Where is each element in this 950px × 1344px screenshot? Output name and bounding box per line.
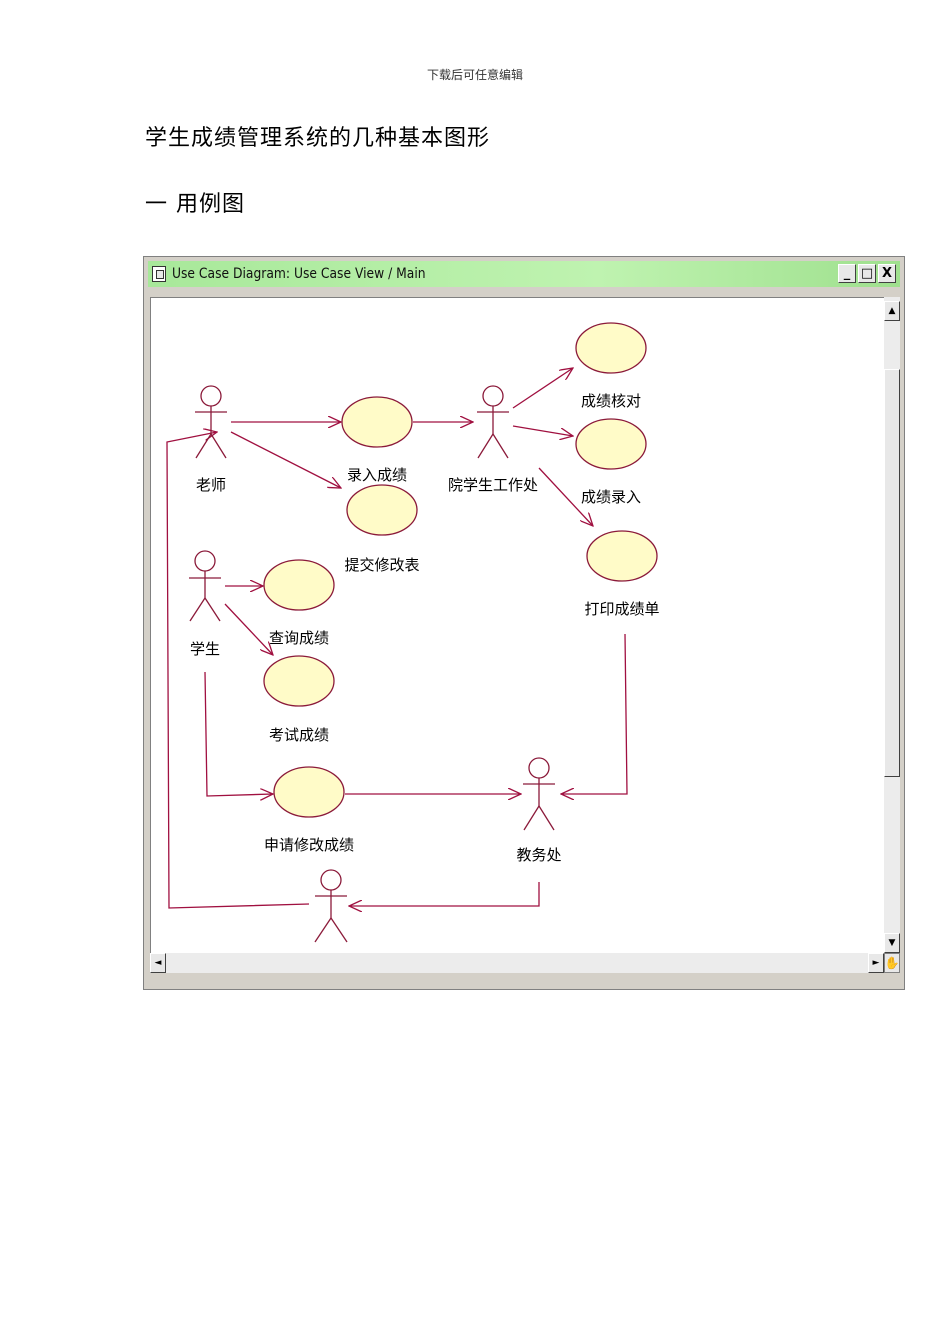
usecase-exam-grades[interactable] [263, 655, 335, 707]
actor-student-figure[interactable] [189, 550, 221, 622]
actor-academic-affairs-figure[interactable] [523, 757, 555, 831]
diagram-icon [152, 266, 166, 282]
usecase-enter-grades-label: 录入成绩 [347, 466, 407, 484]
usecase-query-grades-label: 查询成绩 [269, 629, 329, 647]
maximize-button[interactable]: □ [858, 264, 876, 283]
usecase-query-grades[interactable] [263, 559, 335, 611]
close-button[interactable]: X [878, 264, 896, 283]
section-heading: 一 用例图 [145, 192, 245, 217]
usecase-verify-grades[interactable] [575, 322, 647, 374]
assoc-teacher-submit [230, 431, 341, 488]
window-titlebar[interactable]: Use Case Diagram: Use Case View / Main _… [148, 261, 900, 287]
scroll-up-icon[interactable]: ▲ [884, 301, 900, 321]
vertical-scroll-thumb[interactable] [884, 369, 900, 777]
assoc-academic-unnamed [349, 882, 540, 906]
assoc-student-apply [204, 671, 273, 796]
actor-teacher-figure[interactable] [195, 385, 227, 459]
usecase-print-report-label: 打印成绩单 [584, 600, 659, 618]
use-case-diagram: 老师 学生 院学生工作处 教务处 录入成绩 提交修改表 查询成绩 考试成绩 申请… [166, 322, 660, 943]
actor-student-affairs-label: 院学生工作处 [448, 476, 538, 494]
horizontal-scrollbar[interactable]: ◄ ► [150, 953, 884, 973]
actor-student-affairs-figure[interactable] [477, 385, 509, 459]
assoc-unnamed-teacher [166, 432, 310, 909]
assoc-affairs-entry [512, 425, 573, 436]
usecase-grade-entry-label: 成绩录入 [581, 488, 641, 506]
usecase-apply-change-label: 申请修改成绩 [264, 836, 354, 854]
vertical-scrollbar[interactable]: ▲ ▼ [884, 297, 900, 953]
header-note: 下载后可任意编辑 [426, 68, 523, 82]
usecase-grade-entry[interactable] [575, 418, 647, 470]
minimize-button[interactable]: _ [838, 264, 856, 283]
scroll-right-icon[interactable]: ► [868, 953, 884, 973]
usecase-exam-grades-label: 考试成绩 [269, 726, 329, 744]
diagram-canvas[interactable]: 老师 学生 院学生工作处 教务处 录入成绩 提交修改表 查询成绩 考试成绩 申请… [150, 297, 884, 953]
usecase-enter-grades[interactable] [341, 396, 413, 448]
actor-unnamed-figure[interactable] [314, 869, 348, 943]
scroll-down-icon[interactable]: ▼ [884, 933, 900, 953]
window-controls: _ □ X [838, 264, 896, 283]
usecase-apply-change[interactable] [273, 766, 345, 818]
window-title: Use Case Diagram: Use Case View / Main [172, 266, 426, 282]
diagram-window: Use Case Diagram: Use Case View / Main _… [143, 256, 905, 990]
assoc-affairs-verify [512, 368, 573, 409]
actor-academic-affairs-label: 教务处 [516, 846, 561, 864]
actor-teacher-label: 老师 [196, 476, 226, 494]
assoc-print-academic [561, 633, 628, 794]
hand-tool-icon[interactable]: ✋ [884, 953, 900, 973]
assoc-affairs-print [538, 467, 593, 526]
usecase-print-report[interactable] [586, 530, 658, 582]
assoc-student-exam [224, 603, 273, 655]
usecase-submit-form[interactable] [346, 484, 418, 536]
actor-student-label: 学生 [190, 640, 220, 658]
scroll-left-icon[interactable]: ◄ [150, 953, 166, 973]
page-title: 学生成绩管理系统的几种基本图形 [145, 126, 491, 151]
usecase-verify-grades-label: 成绩核对 [581, 392, 641, 410]
usecase-submit-form-label: 提交修改表 [344, 556, 419, 574]
